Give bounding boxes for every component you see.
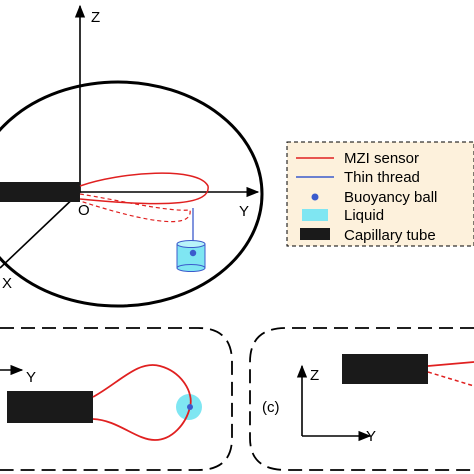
panel-b-mzi-sensor-loop [92,364,192,441]
mzi-sensor-loop-dashed [79,193,191,223]
panel-b-buoyancy-ball [187,404,193,410]
panel-c-dashed-frame [249,327,474,471]
legend-swatch-capillary-tube [300,228,330,240]
panel-c-z-axis-label: Z [310,367,319,384]
x-axis-line [0,191,81,269]
panel-c-tag: (c) [262,399,280,416]
panel-b-dashed-frame [0,327,233,471]
legend-label-mzi-sensor: MZI sensor [344,150,419,167]
y-axis-label: Y [239,203,249,220]
legend: MZI sensor Thin thread Buoyancy ball Liq… [286,141,474,247]
panel-c: (c) Z Y [249,327,474,471]
panel-b-capillary-tube [7,391,93,423]
z-axis-label: Z [91,9,100,26]
panel-b-y-axis-label: Y [26,369,36,386]
buoyancy-ball [189,249,197,257]
legend-label-liquid: Liquid [344,207,384,224]
legend-label-buoyancy-ball: Buoyancy ball [344,189,437,206]
capillary-tube-3d [0,182,80,202]
x-axis-label: X [2,275,12,292]
legend-swatch-buoyancy-ball [311,193,319,201]
panel-b: Y [0,327,233,471]
legend-label-capillary-tube: Capillary tube [344,227,436,244]
origin-label: O [78,202,90,219]
liquid-container [176,240,206,272]
panel-c-mzi-sensor-solid [427,361,474,367]
panel-3d-schematic: Z Y X O [0,4,264,308]
panel-c-capillary-tube [342,354,428,384]
boundary-ellipse [0,80,264,308]
legend-swatch-liquid [302,209,328,221]
panel-c-mzi-sensor-dashed [427,371,474,387]
legend-label-thin-thread: Thin thread [344,169,420,186]
mzi-sensor-loop-solid [79,172,209,205]
panel-c-y-axis-label: Y [366,428,376,445]
